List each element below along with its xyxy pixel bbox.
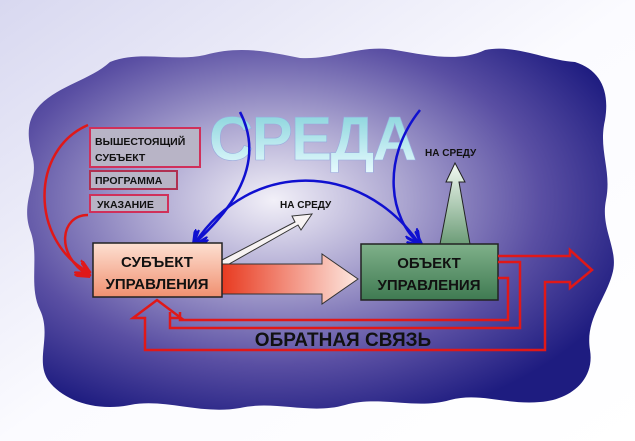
input-program: ПРОГРАММА <box>89 170 178 190</box>
input-instruction: УКАЗАНИЕ <box>89 194 169 213</box>
input-higher-subject: ВЫШЕСТОЯЩИЙ СУБЪЕКТ <box>89 127 201 168</box>
environment-label: НА СРЕДУ <box>280 200 332 211</box>
input-label: СУБЪЕКТ <box>95 152 146 164</box>
object-box: ОБЪЕКТ УПРАВЛЕНИЯ <box>360 243 499 301</box>
environment-cloud <box>27 48 614 410</box>
input-label: УКАЗАНИЕ <box>97 199 154 211</box>
object-label: УПРАВЛЕНИЯ <box>377 277 480 294</box>
environment-title: СРЕДА <box>209 105 417 174</box>
subject-label: УПРАВЛЕНИЯ <box>105 276 208 293</box>
object-label: ОБЪЕКТ <box>397 255 461 272</box>
environment-label: НА СРЕДУ <box>425 148 477 159</box>
control-arrow <box>221 253 359 305</box>
subject-to-environment-arrow <box>221 213 314 269</box>
input-arrow-curve <box>63 213 88 275</box>
input-label: ПРОГРАММА <box>95 175 163 187</box>
object-to-environment-arrow <box>439 161 471 245</box>
input-label: ВЫШЕСТОЯЩИЙ <box>95 135 185 148</box>
feedback-loop-arrow <box>129 247 594 352</box>
feedback-label: ОБРАТНАЯ СВЯЗЬ <box>255 330 431 351</box>
subject-box: СУБЪЕКТ УПРАВЛЕНИЯ <box>92 242 223 298</box>
subject-object-interaction-arrow <box>195 179 418 243</box>
subject-label: СУБЪЕКТ <box>121 254 193 271</box>
